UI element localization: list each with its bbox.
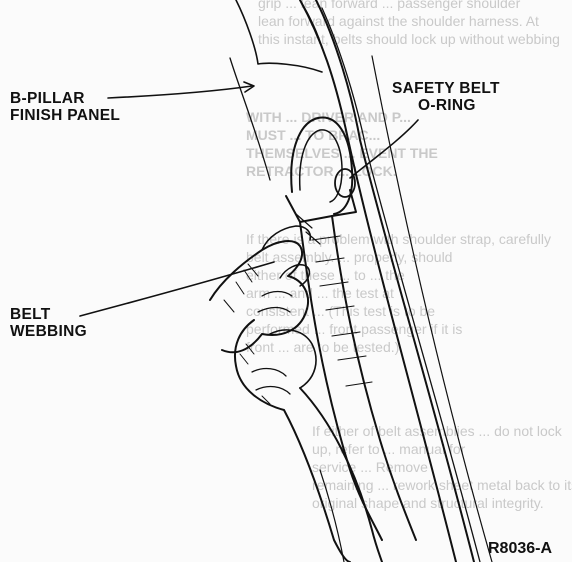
callout-belt-webbing-line2: WEBBING xyxy=(10,323,87,340)
callout-o-ring: SAFETY BELT O-RING xyxy=(392,80,500,114)
callout-belt-webbing: BELT WEBBING xyxy=(10,306,87,340)
callout-o-ring-line2: O-RING xyxy=(392,97,500,114)
panel-top-edge xyxy=(236,0,322,72)
panel-left-edge xyxy=(230,58,270,180)
leader-b-pillar xyxy=(108,86,252,98)
figure-reference-id: R8036-A xyxy=(488,540,552,558)
callout-b-pillar: B-PILLAR FINISH PANEL xyxy=(10,90,120,124)
leader-o-ring xyxy=(350,120,418,178)
leader-webbing xyxy=(80,262,274,316)
callout-belt-webbing-line1: BELT xyxy=(10,306,87,323)
o-ring-inner xyxy=(300,130,342,202)
callout-b-pillar-line1: B-PILLAR xyxy=(10,90,120,107)
callout-b-pillar-line2: FINISH PANEL xyxy=(10,107,120,124)
lower-hand xyxy=(235,320,350,562)
callout-o-ring-line1: SAFETY BELT xyxy=(392,80,500,97)
upper-hand xyxy=(210,241,308,352)
belt-webbing-right xyxy=(332,216,416,540)
